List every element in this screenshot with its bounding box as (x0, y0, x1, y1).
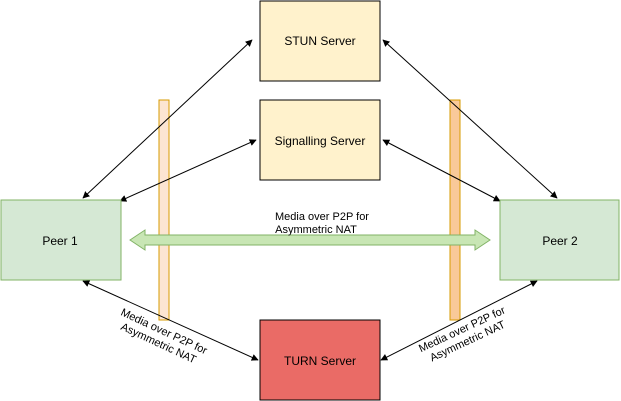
edge-signalling-peer2 (382, 139, 501, 202)
edge-signalling-peer1 (119, 139, 257, 202)
turn-server-label: TURN Server (284, 354, 356, 368)
stun-server-node: STUN Server (259, 0, 381, 82)
peer1-node: Peer 1 (0, 199, 122, 281)
p2p-center-label-line2: Asymmetric NAT (275, 224, 357, 236)
edge-peer2-turn (380, 280, 538, 361)
stun-server-label: STUN Server (284, 34, 355, 48)
nat-barrier-left (158, 99, 170, 321)
signalling-server-label: Signalling Server (275, 134, 366, 148)
turn-server-node: TURN Server (259, 319, 381, 401)
peer1-label: Peer 1 (42, 234, 78, 248)
edge-peer1-turn (82, 280, 259, 361)
peer2-node: Peer 2 (499, 199, 620, 281)
peer2-label: Peer 2 (542, 234, 578, 248)
p2p-center-label: Media over P2P for Asymmetric NAT (275, 211, 369, 236)
edge-stun-peer2 (382, 39, 558, 199)
peer2-turn-label: Media over P2P for Asymmetric NAT (417, 304, 508, 364)
nat-barrier-right (449, 99, 461, 321)
p2p-media-arrow (129, 229, 491, 251)
edge-stun-peer1 (82, 39, 253, 199)
p2p-center-label-line1: Media over P2P for (275, 211, 369, 223)
signalling-server-node: Signalling Server (259, 99, 381, 181)
